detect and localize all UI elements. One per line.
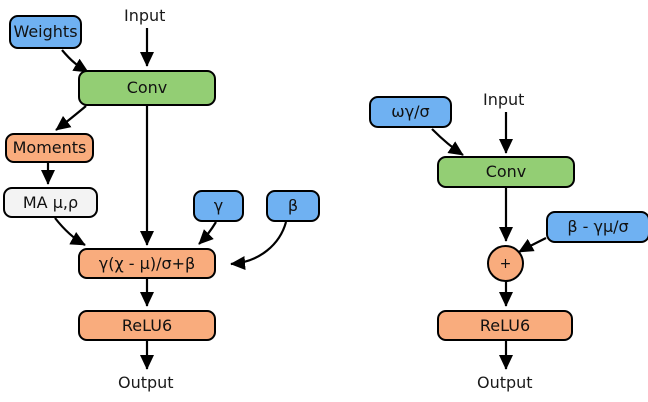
node-moments[interactable]: Moments: [5, 133, 94, 163]
input-label-right: Input: [483, 90, 525, 109]
edge-weights-to-conv: [61, 49, 89, 73]
edge-folded-weights-to-conv: [431, 128, 464, 156]
node-gamma[interactable]: γ: [193, 190, 244, 222]
node-relu6-right[interactable]: ReLU6: [437, 310, 573, 341]
node-folded-bias[interactable]: β - γμ/σ: [546, 211, 648, 243]
node-beta[interactable]: β: [266, 190, 320, 222]
edge-folded-bias-to-add: [518, 237, 547, 253]
output-label-left: Output: [118, 373, 174, 392]
node-add[interactable]: +: [487, 245, 524, 282]
edge-beta-to-batchnorm: [230, 221, 288, 271]
node-moving-average[interactable]: MA μ,ρ: [3, 187, 98, 218]
node-folded-weights[interactable]: ωγ/σ: [369, 96, 452, 128]
edge-ma-to-batchnorm: [54, 217, 86, 246]
node-weights[interactable]: Weights: [9, 15, 82, 49]
node-conv-right[interactable]: Conv: [437, 156, 575, 188]
input-label-left: Input: [124, 6, 166, 25]
node-conv-left[interactable]: Conv: [78, 70, 216, 106]
node-batchnorm-formula[interactable]: γ(χ - μ)/σ+β: [78, 248, 216, 279]
node-relu6-left[interactable]: ReLU6: [78, 310, 216, 341]
edge-conv-to-moments: [55, 105, 87, 131]
output-label-right: Output: [477, 373, 533, 392]
edge-gamma-to-batchnorm: [198, 221, 217, 245]
